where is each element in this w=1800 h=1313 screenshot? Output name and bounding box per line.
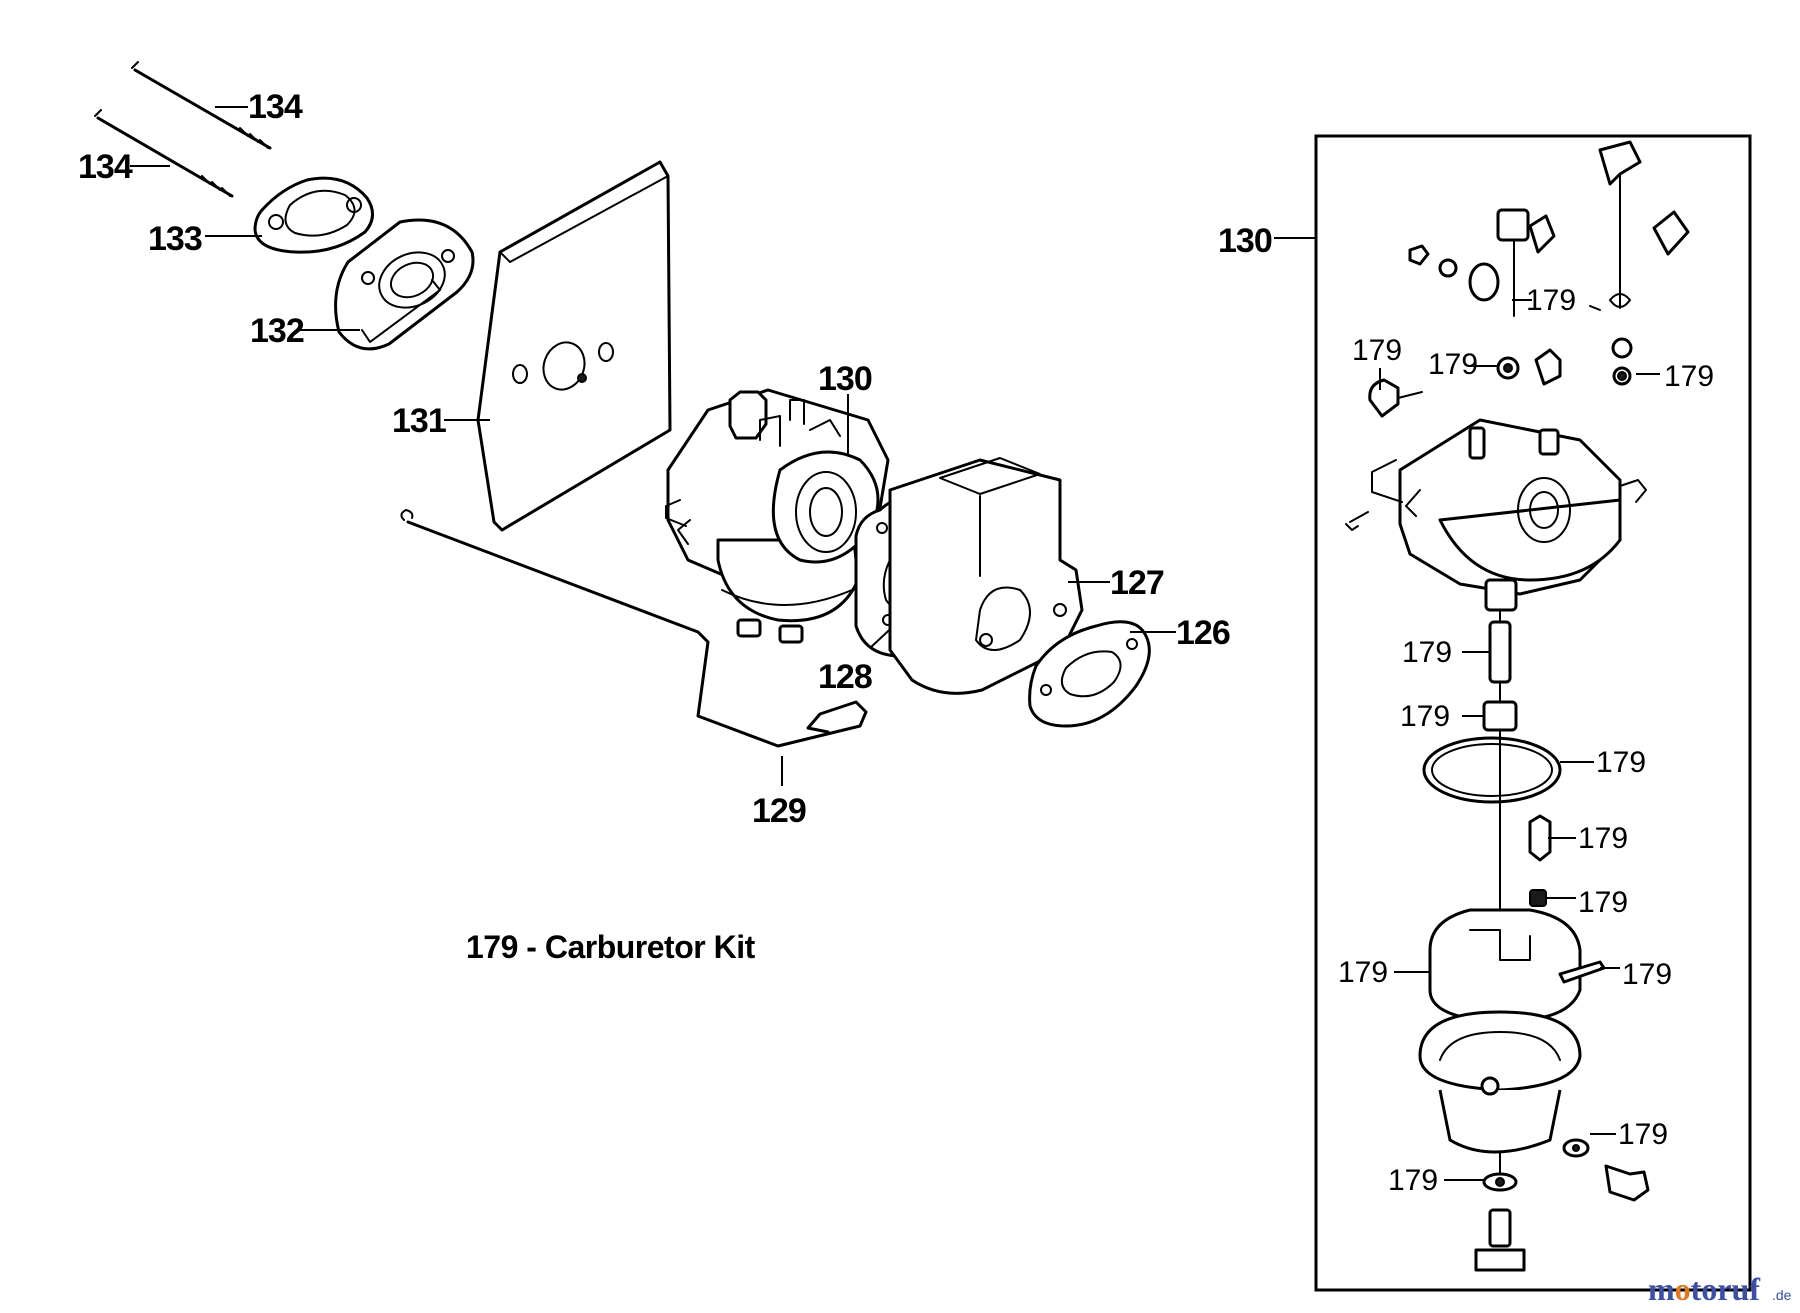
insulator-127 <box>888 457 1084 695</box>
callout-130: 130 <box>818 360 872 398</box>
heat-shield-131 <box>476 160 672 532</box>
stud-134-upper <box>131 61 272 150</box>
kit-callout-11: 179 <box>1622 958 1672 991</box>
inset-leaders <box>1379 299 1660 1181</box>
kit-callout-8: 179 <box>1578 822 1628 855</box>
watermark-logo: motoruf .de <box>1648 1271 1792 1307</box>
callout-133: 133 <box>148 220 202 258</box>
kit-note: 179 - Carburetor Kit <box>466 929 756 965</box>
watermark-tld: .de <box>1772 1287 1792 1303</box>
spacer-132 <box>334 218 475 351</box>
gasket-126 <box>1028 620 1151 728</box>
inset-small-parts <box>1345 244 1633 531</box>
kit-callout-9: 179 <box>1578 886 1628 919</box>
callout-131: 131 <box>392 402 446 440</box>
watermark-m: m <box>1648 1271 1675 1307</box>
kit-callout-13: 179 <box>1388 1164 1438 1197</box>
watermark-o: o <box>1675 1271 1691 1307</box>
svg-text:motoruf: motoruf <box>1648 1271 1760 1307</box>
callout-134a: 134 <box>248 88 303 126</box>
callout-126: 126 <box>1176 614 1230 652</box>
kit-callout-2: 179 <box>1352 334 1402 367</box>
kit-callout-5: 179 <box>1402 636 1452 669</box>
callout-134b: 134 <box>78 148 133 186</box>
kit-callout-3: 179 <box>1428 348 1478 381</box>
callout-127: 127 <box>1110 564 1164 602</box>
kit-callout-7: 179 <box>1596 746 1646 779</box>
callout-128: 128 <box>818 658 872 696</box>
callout-132: 132 <box>250 312 304 350</box>
inset-carb-body <box>1371 418 1647 612</box>
kit-callout-6: 179 <box>1400 700 1450 733</box>
callout-129: 129 <box>752 792 806 830</box>
kit-callout-1: 179 <box>1526 284 1576 317</box>
watermark-rest: toruf <box>1691 1271 1761 1307</box>
inset-throttle-shaft <box>1589 140 1690 311</box>
kit-callout-10: 179 <box>1338 956 1388 989</box>
governor-rod-129 <box>400 509 868 748</box>
inset-bowl-hardware <box>1474 1138 1650 1272</box>
inset-float <box>1428 908 1606 1022</box>
callout-130-inset: 130 <box>1218 222 1272 260</box>
inset-choke-shaft <box>1468 208 1556 317</box>
kit-callout-12: 179 <box>1618 1118 1668 1151</box>
kit-callout-4: 179 <box>1664 360 1714 393</box>
carburetor-inset-frame <box>1314 134 1752 1292</box>
stud-134-lower <box>94 109 234 198</box>
gasket-133 <box>253 176 374 254</box>
carburetor-130 <box>665 388 890 644</box>
inset-float-bowl <box>1418 1010 1582 1154</box>
